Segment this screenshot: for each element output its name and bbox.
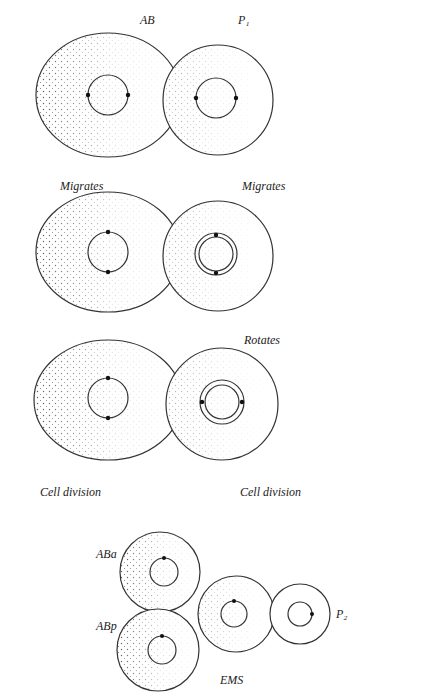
- event-label: Migrates: [60, 180, 103, 193]
- cell-label: ABa: [96, 548, 117, 561]
- cell-label: AB: [140, 14, 155, 27]
- event-label: Cell division: [40, 486, 101, 499]
- cell-label: P₂: [336, 608, 348, 621]
- cell-label: ABp: [96, 620, 117, 633]
- cell-label: P₁: [238, 14, 250, 27]
- event-label: Rotates: [244, 334, 280, 347]
- event-label: Migrates: [242, 180, 285, 193]
- event-label: Cell division: [240, 486, 301, 499]
- cell-label: EMS: [220, 674, 243, 687]
